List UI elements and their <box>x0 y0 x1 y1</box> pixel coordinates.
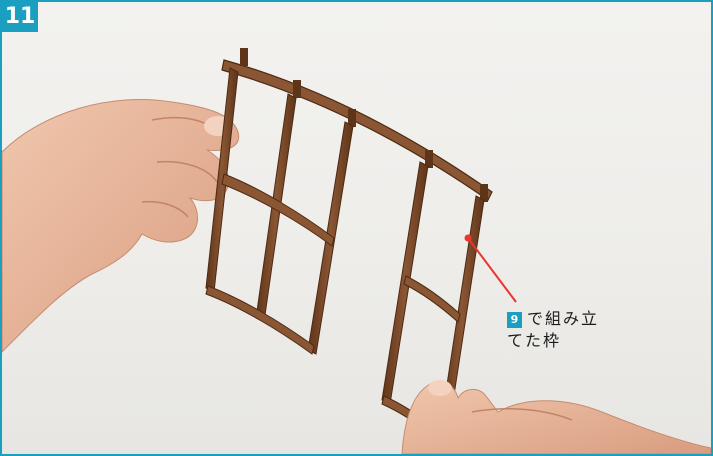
right-hand <box>401 380 711 454</box>
callout-pointer <box>464 234 517 303</box>
wooden-window-frame <box>205 48 493 437</box>
step-number-badge: 11 <box>2 2 38 32</box>
callout-line-1: 9 で組み立 <box>507 308 599 330</box>
callout-line-2: てた枠 <box>507 331 562 350</box>
ref-step-badge: 9 <box>507 312 522 328</box>
frame-callout-label: 9 で組み立 てた枠 <box>507 308 599 352</box>
left-hand <box>2 99 240 353</box>
callout-text-1: で組み立 <box>527 309 600 328</box>
